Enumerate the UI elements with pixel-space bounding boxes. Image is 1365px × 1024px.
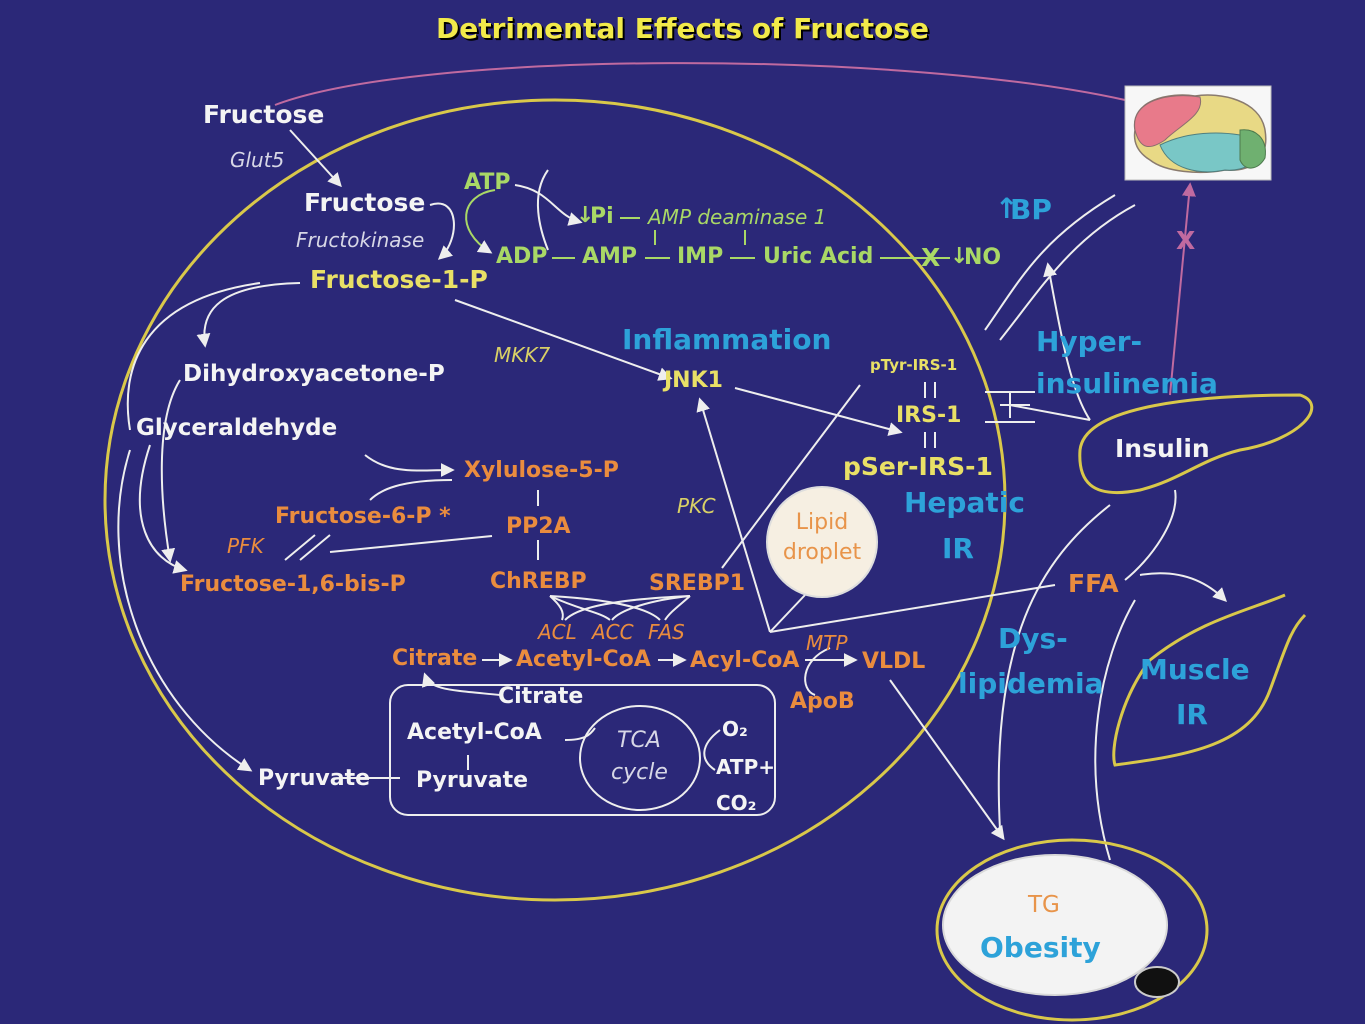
- label-irs1: IRS-1: [896, 403, 962, 428]
- label-chrebp: ChREBP: [490, 569, 587, 594]
- label-hepatic-ir: IR: [942, 532, 974, 565]
- label-acyl-coa: Acyl-CoA: [690, 648, 800, 673]
- label-fas: FAS: [648, 620, 685, 644]
- label-fructose-6-p: Fructose-6-P *: [275, 504, 451, 529]
- label-obesity: Obesity: [980, 931, 1101, 964]
- label-pfk: PFK: [227, 534, 264, 558]
- label-glyceraldehyde: Glyceraldehyde: [136, 415, 338, 441]
- label-pyruvate-cytosol: Pyruvate: [258, 766, 371, 791]
- label-srebp1: SREBP1: [649, 571, 746, 596]
- label-amp: AMP: [582, 244, 638, 269]
- label-o2: O₂: [722, 717, 748, 741]
- label-insulinemia: insulinemia: [1036, 367, 1218, 400]
- label-pyruvate-mito: Pyruvate: [416, 768, 529, 793]
- label-citrate-cytosol: Citrate: [392, 646, 478, 671]
- label-pp2a: PP2A: [506, 514, 571, 539]
- pancreas-outline: [1078, 393, 1314, 495]
- label-vldl: VLDL: [862, 649, 926, 674]
- label-acetyl-coa-cytosol: Acetyl-CoA: [516, 647, 651, 672]
- label-dhap: Dihydroxyacetone-P: [183, 361, 445, 387]
- label-fructose-1-p: Fructose-1-P: [310, 265, 488, 294]
- label-amp-deaminase: AMP deaminase 1: [648, 205, 827, 229]
- label-muscle-ir: IR: [1176, 698, 1208, 731]
- label-adp: ADP: [496, 244, 548, 269]
- label-bp: BP: [1010, 193, 1052, 226]
- label-tg: TG: [1028, 892, 1060, 918]
- label-lipidemia: lipidemia: [958, 667, 1104, 700]
- label-bp-up-arrow: ↑: [995, 192, 1019, 225]
- label-glut5: Glut5: [230, 148, 285, 172]
- label-dys: Dys-: [998, 622, 1068, 655]
- label-atp: ATP: [464, 170, 511, 195]
- label-xylulose-5-p: Xylulose-5-P: [464, 458, 619, 483]
- label-pi: Pi: [590, 204, 614, 229]
- muscle-outline: [1112, 593, 1307, 767]
- label-imp: IMP: [677, 244, 724, 269]
- label-insulin: Insulin: [1115, 434, 1210, 463]
- label-co2: CO₂: [716, 791, 757, 815]
- label-brain-block-x: X: [1176, 226, 1196, 255]
- label-down-arrow-no: ↓: [950, 244, 969, 269]
- brain-arc: [274, 62, 1126, 106]
- adipocyte-nucleus: [1134, 966, 1180, 998]
- diagram-title: Detrimental Effects of Fructose: [435, 12, 930, 45]
- brain-image: [1124, 85, 1272, 181]
- label-acetyl-coa-mito: Acetyl-CoA: [407, 720, 542, 745]
- label-pser-irs1: pSer-IRS-1: [843, 452, 993, 481]
- label-citrate-mito: Citrate: [498, 684, 584, 709]
- label-mkk7: MKK7: [494, 343, 551, 367]
- label-fructose-cell: Fructose: [304, 188, 426, 217]
- label-atp-mito: ATP+: [716, 755, 775, 779]
- label-apob: ApoB: [790, 689, 855, 714]
- label-jnk1: JNK1: [664, 368, 723, 393]
- label-uric-acid: Uric Acid: [763, 244, 874, 269]
- label-tca: TCA: [617, 728, 661, 753]
- label-no: NO: [964, 245, 1002, 270]
- label-acl: ACL: [538, 620, 577, 644]
- label-fructose-16-bisp: Fructose-1,6-bis-P: [180, 572, 406, 597]
- label-cycle: cycle: [611, 760, 668, 785]
- hepatocyte-outline: [103, 98, 1007, 902]
- label-ptyr-irs1: pTyr-IRS-1: [870, 356, 958, 374]
- label-down-arrow-pi: ↓: [576, 203, 595, 228]
- label-fructose-blood: Fructose: [203, 100, 325, 129]
- tca-cycle-ring: [579, 705, 701, 811]
- mitochondrion-outline: [389, 684, 776, 816]
- label-ffa: FFA: [1068, 569, 1119, 598]
- label-lipid-droplet: Lipid droplet: [782, 510, 862, 565]
- label-inflammation: Inflammation: [622, 323, 832, 356]
- label-block-x-no: X: [921, 243, 941, 272]
- label-acc: ACC: [592, 620, 634, 644]
- label-pkc: PKC: [677, 494, 716, 518]
- lipid-droplet-circle: [766, 486, 878, 598]
- adipocyte-outer: [935, 838, 1209, 1022]
- label-muscle: Muscle: [1140, 653, 1250, 686]
- label-hepatic: Hepatic: [904, 486, 1025, 519]
- label-fructokinase: Fructokinase: [296, 228, 425, 252]
- adipocyte-droplet: [942, 854, 1168, 996]
- label-hyper: Hyper-: [1036, 325, 1143, 358]
- label-mtp: MTP: [806, 631, 848, 655]
